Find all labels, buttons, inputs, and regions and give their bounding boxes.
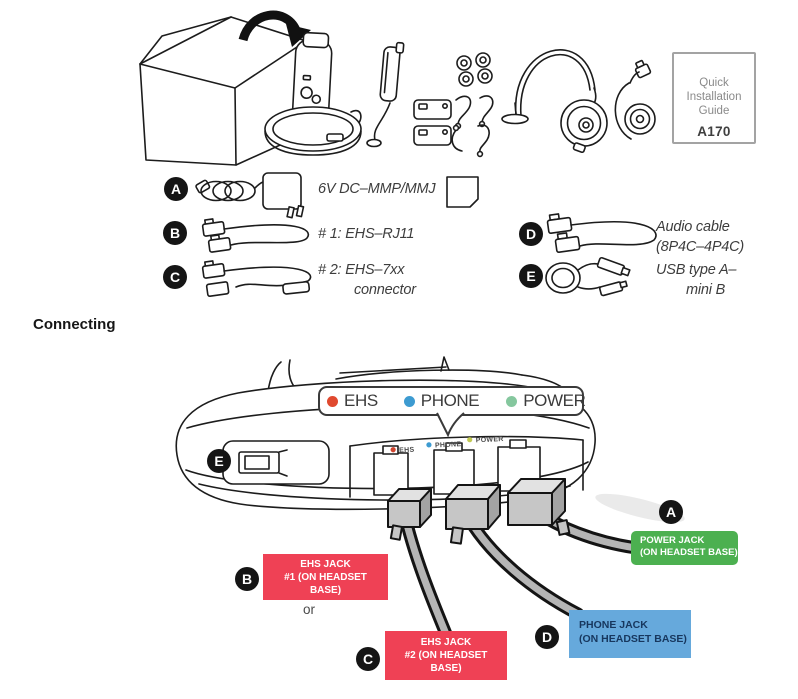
ehs-rj11-cable-icon: [201, 218, 310, 253]
ear-hooks-icon: [451, 95, 494, 158]
base-port-label-phone: PHONE: [435, 441, 462, 449]
item-marker-d: D: [519, 222, 543, 246]
phone-dot-icon: [403, 395, 415, 407]
guide-title-line: Guide: [698, 105, 730, 118]
item-marker-b: B: [163, 221, 187, 245]
callout-entry-phone: PHONE: [403, 391, 480, 411]
ehs-dot-icon: [327, 395, 338, 407]
guide-title-line: Quick: [699, 77, 729, 89]
base-port-labels: EHS PHONE POWER: [390, 436, 504, 455]
usb-cable-icon: [545, 256, 631, 297]
model-number: A170: [697, 124, 731, 140]
headband-headset-icon: [501, 49, 608, 154]
phone-jack-label: PHONE JACK (ON HEADSET BASE): [569, 610, 691, 658]
power-jack-label: POWER JACK (ON HEADSET BASE): [631, 531, 738, 565]
earloop-headset-icon: [614, 59, 656, 140]
base-port-label-ehs: EHS: [399, 447, 415, 455]
usb-port: [222, 440, 330, 485]
unbox-arrow-icon: [238, 10, 311, 47]
items-illustrations: [195, 172, 657, 298]
alternative-or-text: or: [303, 602, 316, 617]
ehs-jack-1-label: EHS JACK #1 (ON HEADSET BASE): [263, 554, 388, 600]
diagram-marker-ehs1: B: [235, 567, 259, 591]
power-dot-icon: [467, 437, 473, 443]
callout-entry-power: POWER: [506, 391, 586, 411]
ehs-dot-icon: [390, 447, 396, 453]
guide-title-line: Installation: [686, 91, 742, 104]
section-heading: Connecting: [33, 316, 116, 333]
diagram-marker-phone: D: [535, 625, 559, 649]
item-marker-a: A: [164, 177, 188, 201]
phone-dot-icon: [426, 442, 432, 448]
item-marker-e: E: [519, 264, 543, 288]
item-label-b: # 1: EHS–RJ11: [318, 226, 415, 242]
guide-booklet: Quick Installation Guide A170: [672, 52, 756, 144]
audio-cable-icon: [546, 213, 657, 254]
diagram-marker-ehs2: C: [356, 647, 380, 671]
unboxing-illustration: [139, 10, 656, 166]
rj-plug-phone: [445, 484, 501, 545]
diagram-marker-usb: E: [207, 449, 231, 473]
diagram-marker-power: A: [659, 500, 683, 524]
boom-arm-icon: [366, 41, 405, 148]
power-dot-icon: [506, 395, 518, 407]
wall-plate-icon: [446, 176, 479, 208]
callout-pointer-icon: [436, 412, 465, 438]
item-label-d: Audio cable (8P4C–4P4C): [656, 219, 745, 255]
rj-plug-power: [507, 478, 571, 536]
item-label-e: USB type A– mini B: [656, 262, 737, 298]
base-port-label-power: POWER: [476, 436, 504, 444]
callout-entry-ehs: EHS: [327, 391, 378, 411]
item-label-a: 6V DC–MMP/MMJ: [318, 181, 436, 197]
charging-base-icon: [264, 31, 362, 156]
batteries-icon: [413, 99, 452, 146]
ehs-jack-2-label: EHS JACK #2 (ON HEADSET BASE): [385, 631, 507, 680]
item-label-c: # 2: EHS–7xx connector: [318, 262, 416, 298]
ear-tips-icon: [456, 52, 493, 87]
ehs-7xx-cable-icon: [201, 260, 312, 298]
rj-plug-ehs: [387, 488, 432, 541]
item-marker-c: C: [163, 265, 187, 289]
power-adapter-icon: [195, 172, 479, 219]
